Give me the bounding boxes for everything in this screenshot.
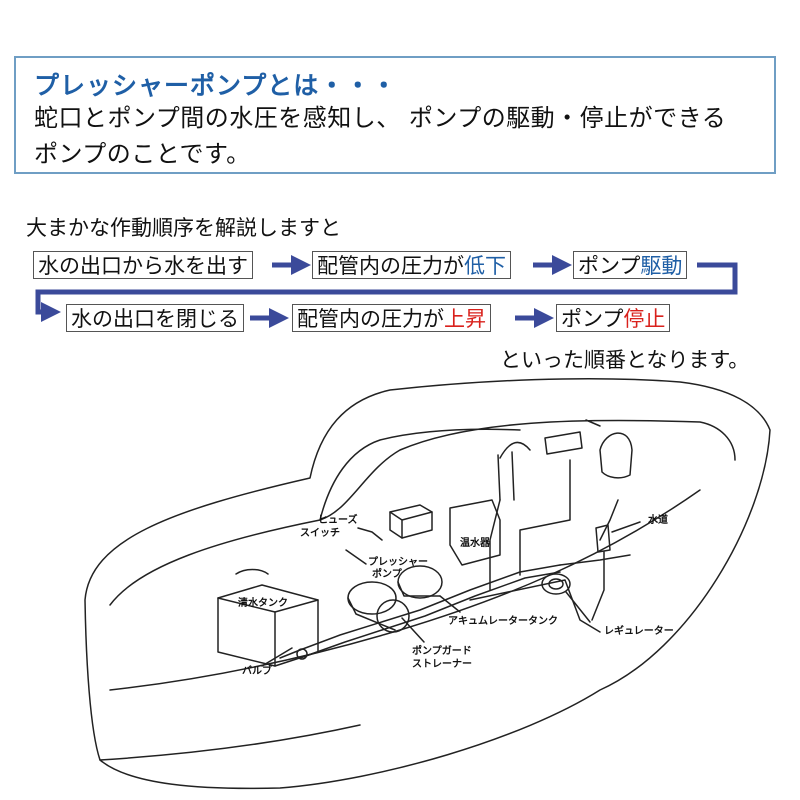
intro-line-1: 蛇口とポンプ間の水圧を感知し、 ポンプの駆動・停止ができる	[34, 104, 727, 132]
lead-text: 大まかな作動順序を解説しますと	[26, 216, 341, 240]
label-valve: バルブ	[242, 666, 272, 677]
battery	[389, 504, 433, 539]
label-regulator: レギュレーター	[604, 626, 674, 637]
label-pump-guard-2: ストレーナー	[412, 659, 472, 670]
flow-arrows	[35, 255, 738, 328]
label-pressure-pump-2: ポンプ	[372, 569, 402, 580]
hull-outline	[84, 377, 771, 790]
flow-step-pump-stop: ポンプ停止	[556, 304, 671, 332]
flow-step-pressure-drop: 配管内の圧力が低下	[312, 251, 511, 279]
intro-title: プレッシャーポンプとは・・・	[34, 71, 398, 100]
flow-step-pressure-drop-accent: 低下	[464, 254, 506, 278]
label-pressure-pump-1: プレッシャー	[368, 557, 428, 568]
flow-step-pressure-rise: 配管内の圧力が上昇	[292, 304, 491, 332]
pressure-pump	[347, 581, 397, 615]
flow-step-pump-run-prefix: ポンプ	[578, 254, 641, 278]
toilet	[599, 432, 633, 479]
flow-step-open-outlet: 水の出口から水を出す	[33, 251, 253, 279]
intro-line-2: ポンプのことです。	[34, 140, 251, 168]
accumulator-tank	[397, 565, 443, 599]
label-fresh-water-tank: 清水タンク	[238, 598, 288, 609]
fresh-water-tank	[217, 584, 319, 667]
label-tap-water: 水道	[648, 515, 668, 526]
label-fuse: ヒューズ	[318, 515, 358, 526]
closing-text: といった順番となります。	[500, 348, 750, 372]
label-switch: スイッチ	[300, 528, 340, 539]
flow-step-pressure-rise-accent: 上昇	[444, 307, 486, 331]
water-heater	[449, 499, 501, 566]
intro-box: プレッシャーポンプとは・・・ 蛇口とポンプ間の水圧を感知し、 ポンプの駆動・停止…	[14, 56, 776, 174]
label-accumulator-tank: アキュムレータータンク	[448, 616, 558, 627]
flow-arrow-wrap	[35, 262, 738, 322]
regulator	[541, 573, 571, 595]
flow-step-pressure-drop-prefix: 配管内の圧力が	[317, 254, 464, 278]
flow-step-pressure-rise-prefix: 配管内の圧力が	[297, 307, 444, 331]
label-water-heater: 温水器	[460, 538, 490, 549]
boat-plumbing-illustration	[84, 377, 771, 790]
flow-step-pump-stop-accent: 停止	[623, 307, 666, 331]
deck-edge	[109, 419, 736, 606]
pipe-main	[299, 564, 561, 651]
label-pump-guard-1: ポンプガード	[412, 646, 472, 657]
flow-step-pump-run: ポンプ駆動	[573, 251, 688, 279]
flow-step-pump-run-accent: 駆動	[640, 254, 683, 278]
flow-step-pump-stop-prefix: ポンプ	[561, 307, 624, 331]
flow-step-close-outlet: 水の出口を閉じる	[66, 304, 244, 332]
